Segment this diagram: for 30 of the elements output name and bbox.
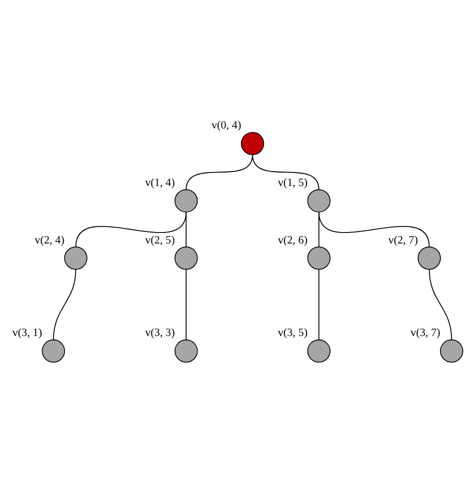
connector <box>252 154 319 190</box>
node-circle <box>174 246 198 270</box>
connector <box>185 268 186 340</box>
connector <box>74 212 186 248</box>
node-circle <box>306 189 330 212</box>
node-label: v(3, 3) <box>144 327 174 340</box>
connector <box>52 268 76 340</box>
node-label: v(1, 4) <box>144 177 174 190</box>
connector <box>428 268 452 340</box>
node-label: v(3, 1) <box>12 327 42 340</box>
connector <box>318 268 319 340</box>
node-circle <box>174 339 198 363</box>
connector <box>318 212 430 248</box>
node-circle <box>417 246 440 270</box>
node-circle <box>41 339 65 363</box>
connector <box>185 212 186 248</box>
node-circle <box>64 246 87 270</box>
node-label: v(0, 4) <box>210 120 241 132</box>
node-circle <box>240 132 264 156</box>
node-label: v(2, 4) <box>34 234 64 246</box>
node-circle <box>440 339 463 363</box>
node-label: v(1, 5) <box>277 177 308 190</box>
node-circle <box>306 339 330 363</box>
node-label: v(3, 5) <box>277 327 308 340</box>
node-label: v(2, 7) <box>388 234 418 246</box>
node-label: v(3, 7) <box>410 327 440 340</box>
node-label: v(2, 5) <box>144 234 174 246</box>
node-label: v(2, 6) <box>277 234 308 246</box>
node-circle <box>174 189 198 212</box>
node-circle <box>306 246 330 270</box>
